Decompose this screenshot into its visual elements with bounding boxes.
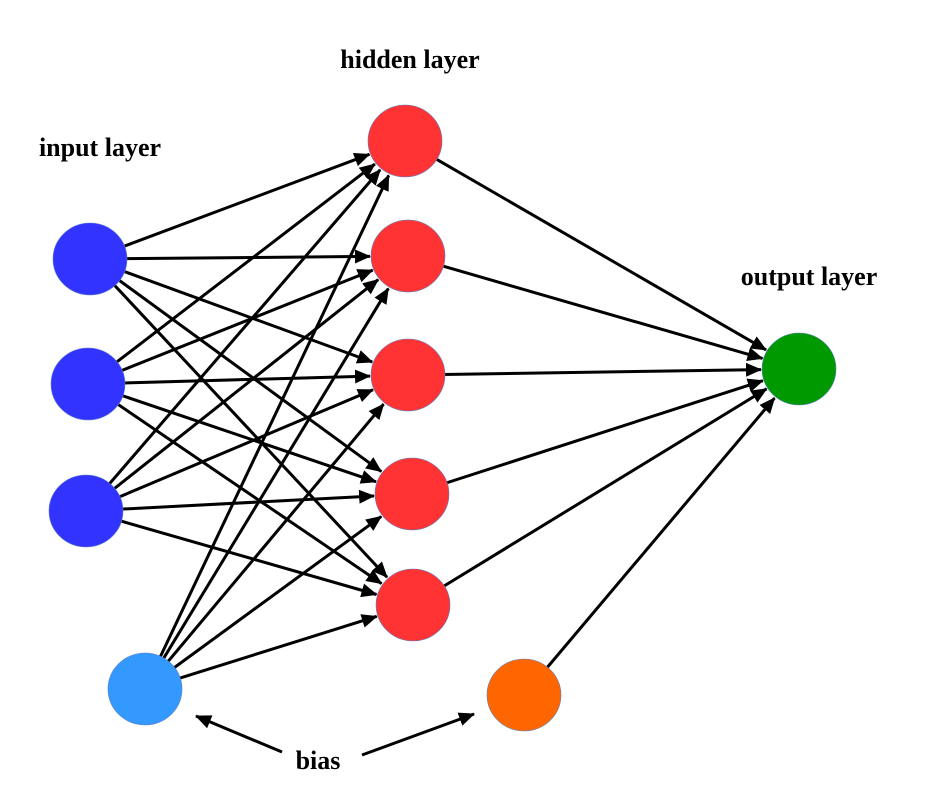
edge-input-2-hidden-1 — [114, 162, 376, 364]
edge-input-2-hidden-5 — [116, 402, 383, 585]
hidden-node-1 — [367, 104, 443, 178]
edge-input-2-hidden-4 — [120, 393, 377, 484]
edge-input-1-hidden-5 — [112, 283, 389, 579]
input-node-2 — [50, 347, 126, 421]
input-node-3 — [48, 474, 124, 548]
edge-input-3-hidden-4 — [120, 489, 376, 511]
edge-bias-hidden-4 — [172, 515, 383, 670]
hidden-node-4 — [374, 457, 450, 531]
bias-label: bias — [296, 746, 341, 775]
hidden-layer-label: hidden layer — [340, 45, 479, 74]
edge-input-1-hidden-1 — [122, 152, 371, 249]
hidden-node-5 — [375, 568, 451, 642]
edge-input-2-hidden-2 — [119, 268, 374, 373]
output-layer-label: output layer — [741, 262, 878, 291]
edge-input-1-hidden-4 — [117, 278, 383, 473]
edge-hidden-1-output — [434, 157, 767, 352]
input-layer-label: input layer — [39, 133, 161, 162]
edge-input-2-hidden-3 — [122, 369, 372, 385]
edge-hidden-4-output — [444, 378, 764, 485]
bias-hidden-node — [486, 658, 562, 732]
edge-input-1-hidden-2 — [124, 249, 372, 264]
edge-input-3-hidden-3 — [117, 388, 374, 499]
hidden-node-2 — [370, 219, 446, 293]
edge-bias-hidden-1 — [158, 174, 391, 659]
edges-group — [107, 152, 776, 757]
edge-hidden-3-output — [442, 362, 763, 377]
edge-input-3-hidden-5 — [119, 519, 378, 598]
edge-bias-hidden-2 — [161, 287, 390, 660]
edge-input-3-hidden-2 — [112, 278, 380, 491]
nodes-group — [48, 104, 837, 732]
bias-input-node — [107, 652, 183, 726]
bias-pointer-arrow-right — [361, 712, 475, 757]
hidden-node-3 — [370, 338, 446, 412]
output-node — [761, 332, 837, 406]
edge-bias-hidden-3 — [166, 403, 385, 664]
edge-bias-hidden-5 — [177, 614, 378, 680]
input-node-1 — [52, 222, 128, 296]
edge-input-1-hidden-3 — [122, 269, 374, 364]
edge-bias-output — [545, 397, 776, 670]
bias-pointer-arrow-left — [195, 714, 283, 754]
edge-hidden-2-output — [441, 264, 764, 362]
edge-hidden-5-output — [442, 387, 768, 589]
edge-input-3-hidden-1 — [107, 168, 382, 486]
